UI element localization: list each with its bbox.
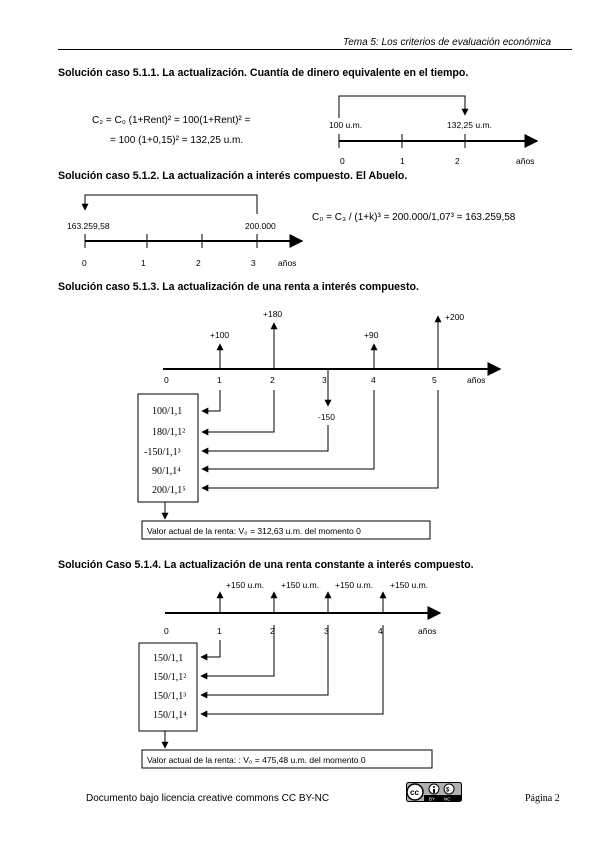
case4-discount-box (138, 642, 198, 732)
case3-tick-label-4: 4 (371, 375, 376, 385)
case4-flow-label-3: +150 u.m. (335, 580, 373, 590)
case3-discount-3: -150/1,1³ (144, 447, 181, 458)
case3-tick-label-2: 2 (270, 375, 275, 385)
case3-flow-label-1: +100 (210, 330, 229, 340)
case4-connector-2 (200, 625, 275, 680)
case3-discount-5: 200/1,1⁵ (152, 485, 186, 496)
case4-connector-4 (200, 625, 384, 718)
case3-connector-1 (201, 390, 221, 415)
cc-badge-nc: NC (444, 797, 451, 802)
case4-tick-label-4: 4 (378, 626, 383, 636)
svg-text:$: $ (446, 788, 450, 794)
case3-flow-label-4: +90 (364, 330, 379, 340)
case4-diagram: +150 u.m. +150 u.m. +150 u.m. +150 u.m. … (138, 580, 442, 769)
case1-end-label: 132,25 u.m. (447, 120, 492, 130)
case1-formula-line2: = 100 (1+0,15)² = 132,25 u.m. (110, 135, 243, 146)
case4-result-box (141, 749, 433, 769)
case1-formula-line1: C₂ = C₀ (1+Rent)² = 100(1+Rent)² = (92, 115, 251, 126)
case2-tick-label-2: 2 (196, 258, 201, 268)
case1-tick-label-0: 0 (340, 156, 345, 166)
case3-discount-4: 90/1,1⁴ (152, 466, 181, 477)
case3-flow-label-5: +200 (445, 312, 464, 322)
case4-discount-1: 150/1,1 (153, 653, 183, 664)
cc-badge-by: BY (429, 797, 435, 802)
case1-compounding-arrow (338, 95, 469, 118)
case2-diagram: 163.259,58 200.000 C₀ = C₃ / (1+k)³ = 20… (67, 194, 516, 268)
case2-tick-label-0: 0 (82, 258, 87, 268)
case3-flow-label-2: +180 (263, 309, 282, 319)
case3-result-box (141, 520, 431, 540)
case3-connector-5 (201, 390, 439, 492)
case2-tick-label-1: 1 (141, 258, 146, 268)
header-divider (58, 49, 572, 50)
case4-tick-label-1: 1 (217, 626, 222, 636)
case4-discount-4: 150/1,1⁴ (153, 710, 187, 721)
case3-tick-label-0: 0 (164, 375, 169, 385)
case4-connector-3 (200, 625, 329, 699)
case4-tick-label-3: 3 (324, 626, 329, 636)
case4-connector-1 (200, 640, 221, 661)
case4-discount-3: 150/1,1³ (153, 691, 186, 702)
cc-badge-text: cc (410, 788, 419, 797)
case4-flow-label-4: +150 u.m. (390, 580, 428, 590)
case3-flow-label-3: -150 (318, 412, 335, 422)
case4-discount-2: 150/1,1² (153, 672, 186, 683)
footer-license: Documento bajo licencia creative commons… (86, 793, 330, 804)
footer-page-number: Página 2 (525, 793, 560, 804)
page-header-topic: Tema 5: Los criterios de evaluación econ… (343, 37, 552, 48)
heading-case-5-1-3: Solución caso 5.1.3. La actualización de… (58, 281, 419, 293)
case1-tick-label-2: 2 (455, 156, 460, 166)
heading-case-5-1-2: Solución caso 5.1.2. La actualización a … (58, 170, 408, 182)
case2-formula: C₀ = C₃ / (1+k)³ = 200.000/1,07³ = 163.2… (312, 212, 516, 223)
cc-by-nc-badge-icon: cc $ BY NC (406, 782, 462, 802)
case1-diagram: C₂ = C₀ (1+Rent)² = 100(1+Rent)² = = 100… (92, 95, 539, 166)
case3-tick-label-3: 3 (322, 375, 327, 385)
case3-tick-label-5: 5 (432, 375, 437, 385)
case3-discount-2: 180/1,1² (152, 427, 185, 438)
case4-flow-label-2: +150 u.m. (281, 580, 319, 590)
case1-axis-label: años (516, 156, 534, 166)
case4-tick-label-2: 2 (270, 626, 275, 636)
case4-axis-label: años (418, 626, 436, 636)
case3-tick-label-1: 1 (217, 375, 222, 385)
case3-discount-box (137, 393, 199, 503)
case3-axis-label: años (467, 375, 485, 385)
case2-axis-label: años (278, 258, 296, 268)
case3-connector-2 (201, 390, 275, 436)
case2-start-label: 163.259,58 (67, 221, 110, 231)
case1-start-label: 100 u.m. (329, 120, 362, 130)
heading-case-5-1-4: Solución Caso 5.1.4. La actualización de… (58, 559, 474, 571)
case1-tick-label-1: 1 (400, 156, 405, 166)
case2-tick-label-3: 3 (251, 258, 256, 268)
case2-end-label: 200.000 (245, 221, 276, 231)
case3-discount-1: 100/1,1 (152, 406, 182, 417)
case3-connector-3 (201, 425, 329, 455)
case4-flow-label-1: +150 u.m. (226, 580, 264, 590)
case2-discount-arrow (81, 194, 258, 214)
heading-case-5-1-1: Solución caso 5.1.1. La actualización. C… (58, 67, 469, 79)
case3-result: Valor actual de la renta: V₀ = 312,63 u.… (147, 526, 361, 536)
case4-tick-label-0: 0 (164, 626, 169, 636)
case4-result: Valor actual de la renta: : V₀ = 475,48 … (147, 755, 366, 765)
case3-diagram: +100 +180 -150 +90 +200 0 1 2 3 4 5 años… (137, 309, 502, 540)
case3-connector-4 (201, 390, 375, 473)
